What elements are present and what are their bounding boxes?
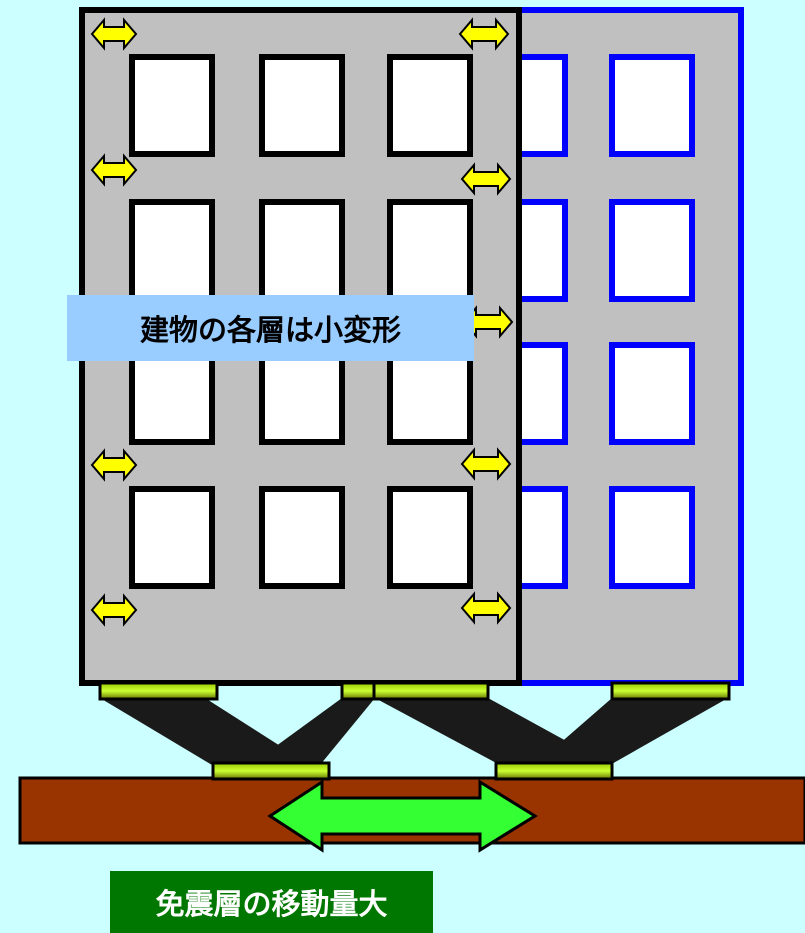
yellow-double-arrow-icon bbox=[90, 153, 138, 187]
displaced-window bbox=[609, 54, 695, 157]
yellow-double-arrow-icon bbox=[460, 447, 512, 481]
isolation-bearing-icon bbox=[610, 681, 731, 701]
window bbox=[129, 199, 215, 302]
displaced-window bbox=[609, 342, 695, 445]
floor-drift-arrows bbox=[90, 17, 514, 627]
window bbox=[129, 54, 215, 157]
isolation-bearing-icon bbox=[340, 681, 376, 701]
deformed-bearings bbox=[100, 698, 728, 765]
window bbox=[259, 486, 345, 589]
yellow-double-arrow-icon bbox=[458, 17, 510, 51]
yellow-double-arrow-icon bbox=[462, 305, 514, 339]
displaced-window bbox=[609, 486, 695, 589]
isolation-bearing-icon bbox=[494, 761, 614, 781]
window bbox=[259, 199, 345, 302]
isolation-bearing-icon bbox=[211, 761, 331, 781]
isolation-displacement-label: 免震層の移動量大 bbox=[110, 871, 433, 933]
green-double-arrow-icon bbox=[267, 779, 538, 853]
yellow-double-arrow-icon bbox=[460, 591, 512, 625]
bearing-band bbox=[250, 698, 375, 765]
yellow-double-arrow-icon bbox=[90, 448, 138, 482]
yellow-double-arrow-icon bbox=[90, 17, 138, 51]
bearing-band bbox=[100, 698, 310, 765]
window bbox=[387, 199, 473, 302]
displaced-window bbox=[609, 199, 695, 302]
isolation-bearing-icon bbox=[98, 681, 219, 701]
window bbox=[387, 486, 473, 589]
bottom-bearing-plates bbox=[211, 761, 614, 781]
isolation-bearing-icon bbox=[372, 681, 490, 701]
original-windows bbox=[129, 54, 473, 589]
top-bearing-plates bbox=[98, 681, 731, 701]
window bbox=[259, 342, 345, 445]
window bbox=[259, 54, 345, 157]
window bbox=[129, 486, 215, 589]
floor-deformation-label: 建物の各層は小変形 bbox=[67, 295, 474, 361]
window bbox=[387, 54, 473, 157]
yellow-double-arrow-icon bbox=[460, 162, 512, 196]
bearing-band bbox=[375, 698, 610, 765]
bearing-band bbox=[535, 698, 728, 765]
yellow-double-arrow-icon bbox=[90, 593, 138, 627]
